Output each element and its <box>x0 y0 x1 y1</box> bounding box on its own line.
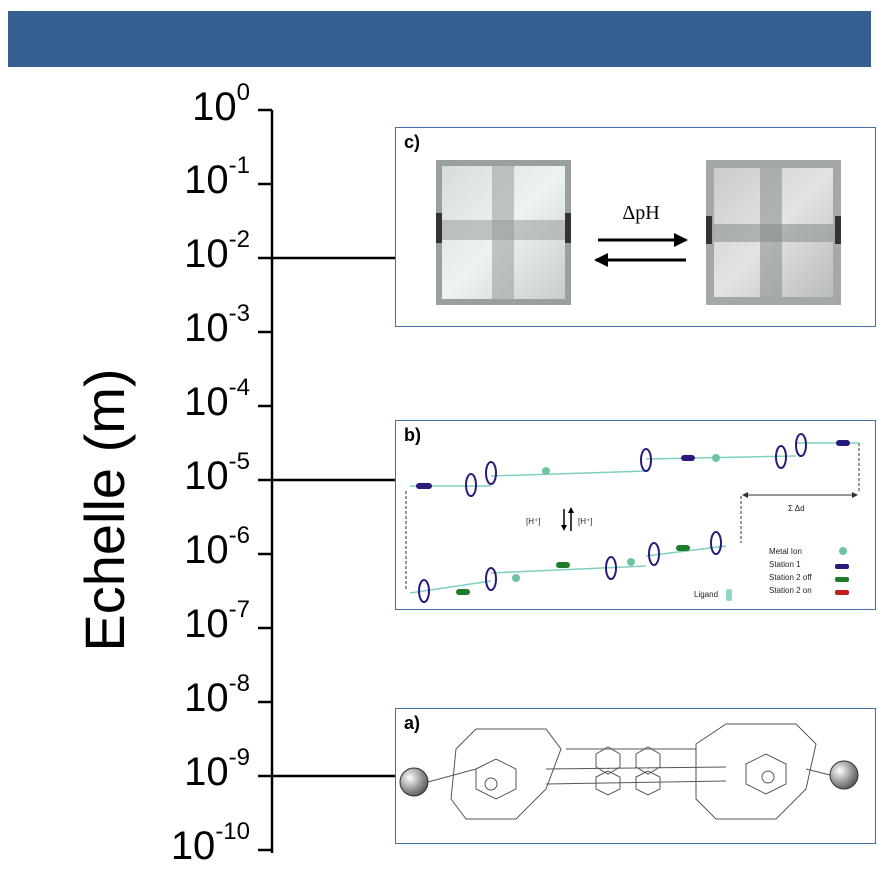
upper-chain <box>410 433 859 497</box>
tick-label-6: 10-6 <box>184 522 250 572</box>
title-banner <box>8 11 871 67</box>
tick-label-3: 10-3 <box>184 300 250 350</box>
tick-label-4: 10-4 <box>184 374 250 424</box>
tick-label-10: 10-10 <box>170 818 250 868</box>
legend: Metal Ion Station 1 Station 2 off Statio… <box>694 547 849 601</box>
proton-label-right: [H⁺] <box>578 517 592 526</box>
panel-c-label: c) <box>404 132 421 152</box>
panel-c: c) <box>395 127 876 327</box>
stopper-right <box>829 760 859 790</box>
legend-label-ligand: Ligand <box>694 590 718 599</box>
legend-swatch-station-2-off <box>835 577 849 582</box>
tick-label-8: 10-8 <box>184 670 250 720</box>
equilibrium-arrows <box>594 233 688 267</box>
tick-label-7: 10-7 <box>184 596 250 646</box>
sum-displacement-label: Σ Δd <box>788 504 805 513</box>
legend-swatch-ligand <box>726 589 732 601</box>
tick-label-9: 10-9 <box>184 744 250 794</box>
tick-label-1: 10-1 <box>184 152 250 202</box>
lower-chain <box>409 531 727 603</box>
gel-photos <box>436 160 841 305</box>
legend-label-metal-ion: Metal Ion <box>769 547 802 556</box>
gel-photo-shrunk <box>706 160 841 305</box>
tick-label-2: 10-2 <box>184 226 250 276</box>
panel-a-label: a) <box>404 713 421 733</box>
legend-swatch-metal-ion <box>839 547 847 555</box>
legend-label-station-2-off: Station 2 off <box>769 573 812 582</box>
tick-label-0: 100 <box>192 79 250 129</box>
rotaxane-structure-drawing <box>399 723 859 820</box>
proton-label-left: [H⁺] <box>526 517 540 526</box>
panel-b-label: b) <box>404 425 421 445</box>
delta-ph-label: ΔpH <box>622 202 660 224</box>
legend-swatch-station-1 <box>835 564 849 569</box>
stopper-left <box>399 767 429 797</box>
legend-label-station-2-on: Station 2 on <box>769 586 812 595</box>
legend-label-station-1: Station 1 <box>769 560 801 569</box>
molecular-chain-diagram: [H⁺] [H⁺] Σ Δd Metal Ion Station 1 Stati… <box>405 433 860 603</box>
gel-photo-swollen <box>436 160 571 305</box>
panel-a: a) <box>395 708 876 844</box>
panel-b: b) <box>395 420 876 610</box>
molecular-skeleton <box>427 723 831 820</box>
tick-label-5: 10-5 <box>184 448 250 498</box>
legend-swatch-station-2-on <box>835 590 849 595</box>
